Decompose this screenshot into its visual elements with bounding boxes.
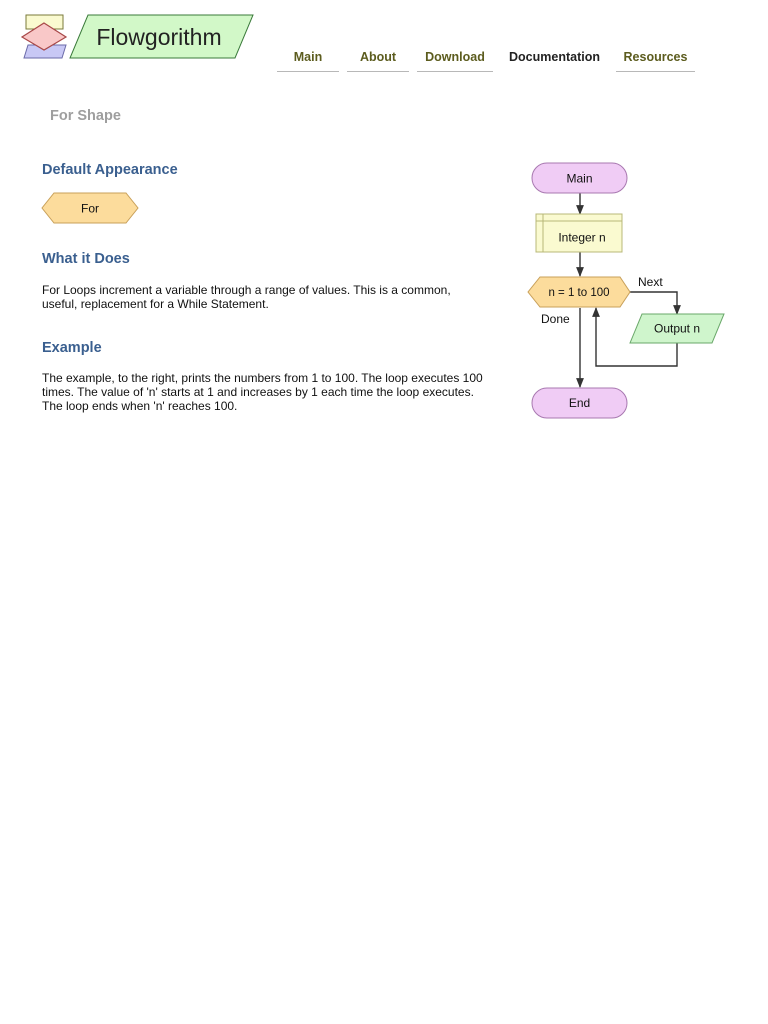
next-label: Next bbox=[638, 275, 663, 289]
arrow-output-return bbox=[592, 307, 678, 367]
for-loop-shape bbox=[527, 276, 631, 308]
logo-diamond-shape bbox=[20, 22, 68, 51]
main-nav: Main About Download Documentation Resour… bbox=[0, 48, 768, 78]
for-loop-label: n = 1 to 100 bbox=[548, 287, 609, 299]
end-terminal-shape bbox=[531, 387, 628, 419]
example-text: The example, to the right, prints the nu… bbox=[42, 371, 483, 413]
what-it-does-heading: What it Does bbox=[42, 251, 130, 267]
logo-rectangle-shape bbox=[25, 14, 64, 30]
example-flowchart: Main Integer n n = 1 to 100 Next Done Ou… bbox=[527, 162, 725, 419]
nav-resources[interactable]: Resources bbox=[616, 48, 695, 72]
flowgorithm-logo[interactable]: Flowgorithm bbox=[18, 12, 258, 62]
declare-shape bbox=[535, 213, 623, 253]
logo-banner-shape bbox=[69, 14, 254, 59]
end-terminal-label: End bbox=[569, 396, 590, 410]
default-appearance-heading: Default Appearance bbox=[42, 162, 178, 178]
output-label: Output n bbox=[654, 322, 700, 336]
nav-about[interactable]: About bbox=[347, 48, 409, 72]
main-terminal-shape bbox=[531, 162, 628, 194]
what-it-does-text: For Loops increment a variable through a… bbox=[42, 283, 451, 311]
done-label: Done bbox=[541, 312, 570, 326]
page-title: For Shape bbox=[50, 108, 121, 124]
nav-main[interactable]: Main bbox=[277, 48, 339, 72]
logo-text: Flowgorithm bbox=[96, 24, 221, 50]
output-shape bbox=[629, 313, 725, 344]
main-terminal-label: Main bbox=[566, 172, 592, 186]
nav-download[interactable]: Download bbox=[417, 48, 493, 72]
arrow-loop-next bbox=[630, 291, 681, 315]
for-shape-label: For bbox=[81, 202, 99, 216]
declare-label: Integer n bbox=[558, 231, 605, 245]
example-heading: Example bbox=[42, 340, 102, 356]
nav-documentation[interactable]: Documentation bbox=[509, 50, 600, 64]
for-hexagon-shape bbox=[41, 192, 139, 224]
for-shape-example: For bbox=[41, 192, 139, 224]
